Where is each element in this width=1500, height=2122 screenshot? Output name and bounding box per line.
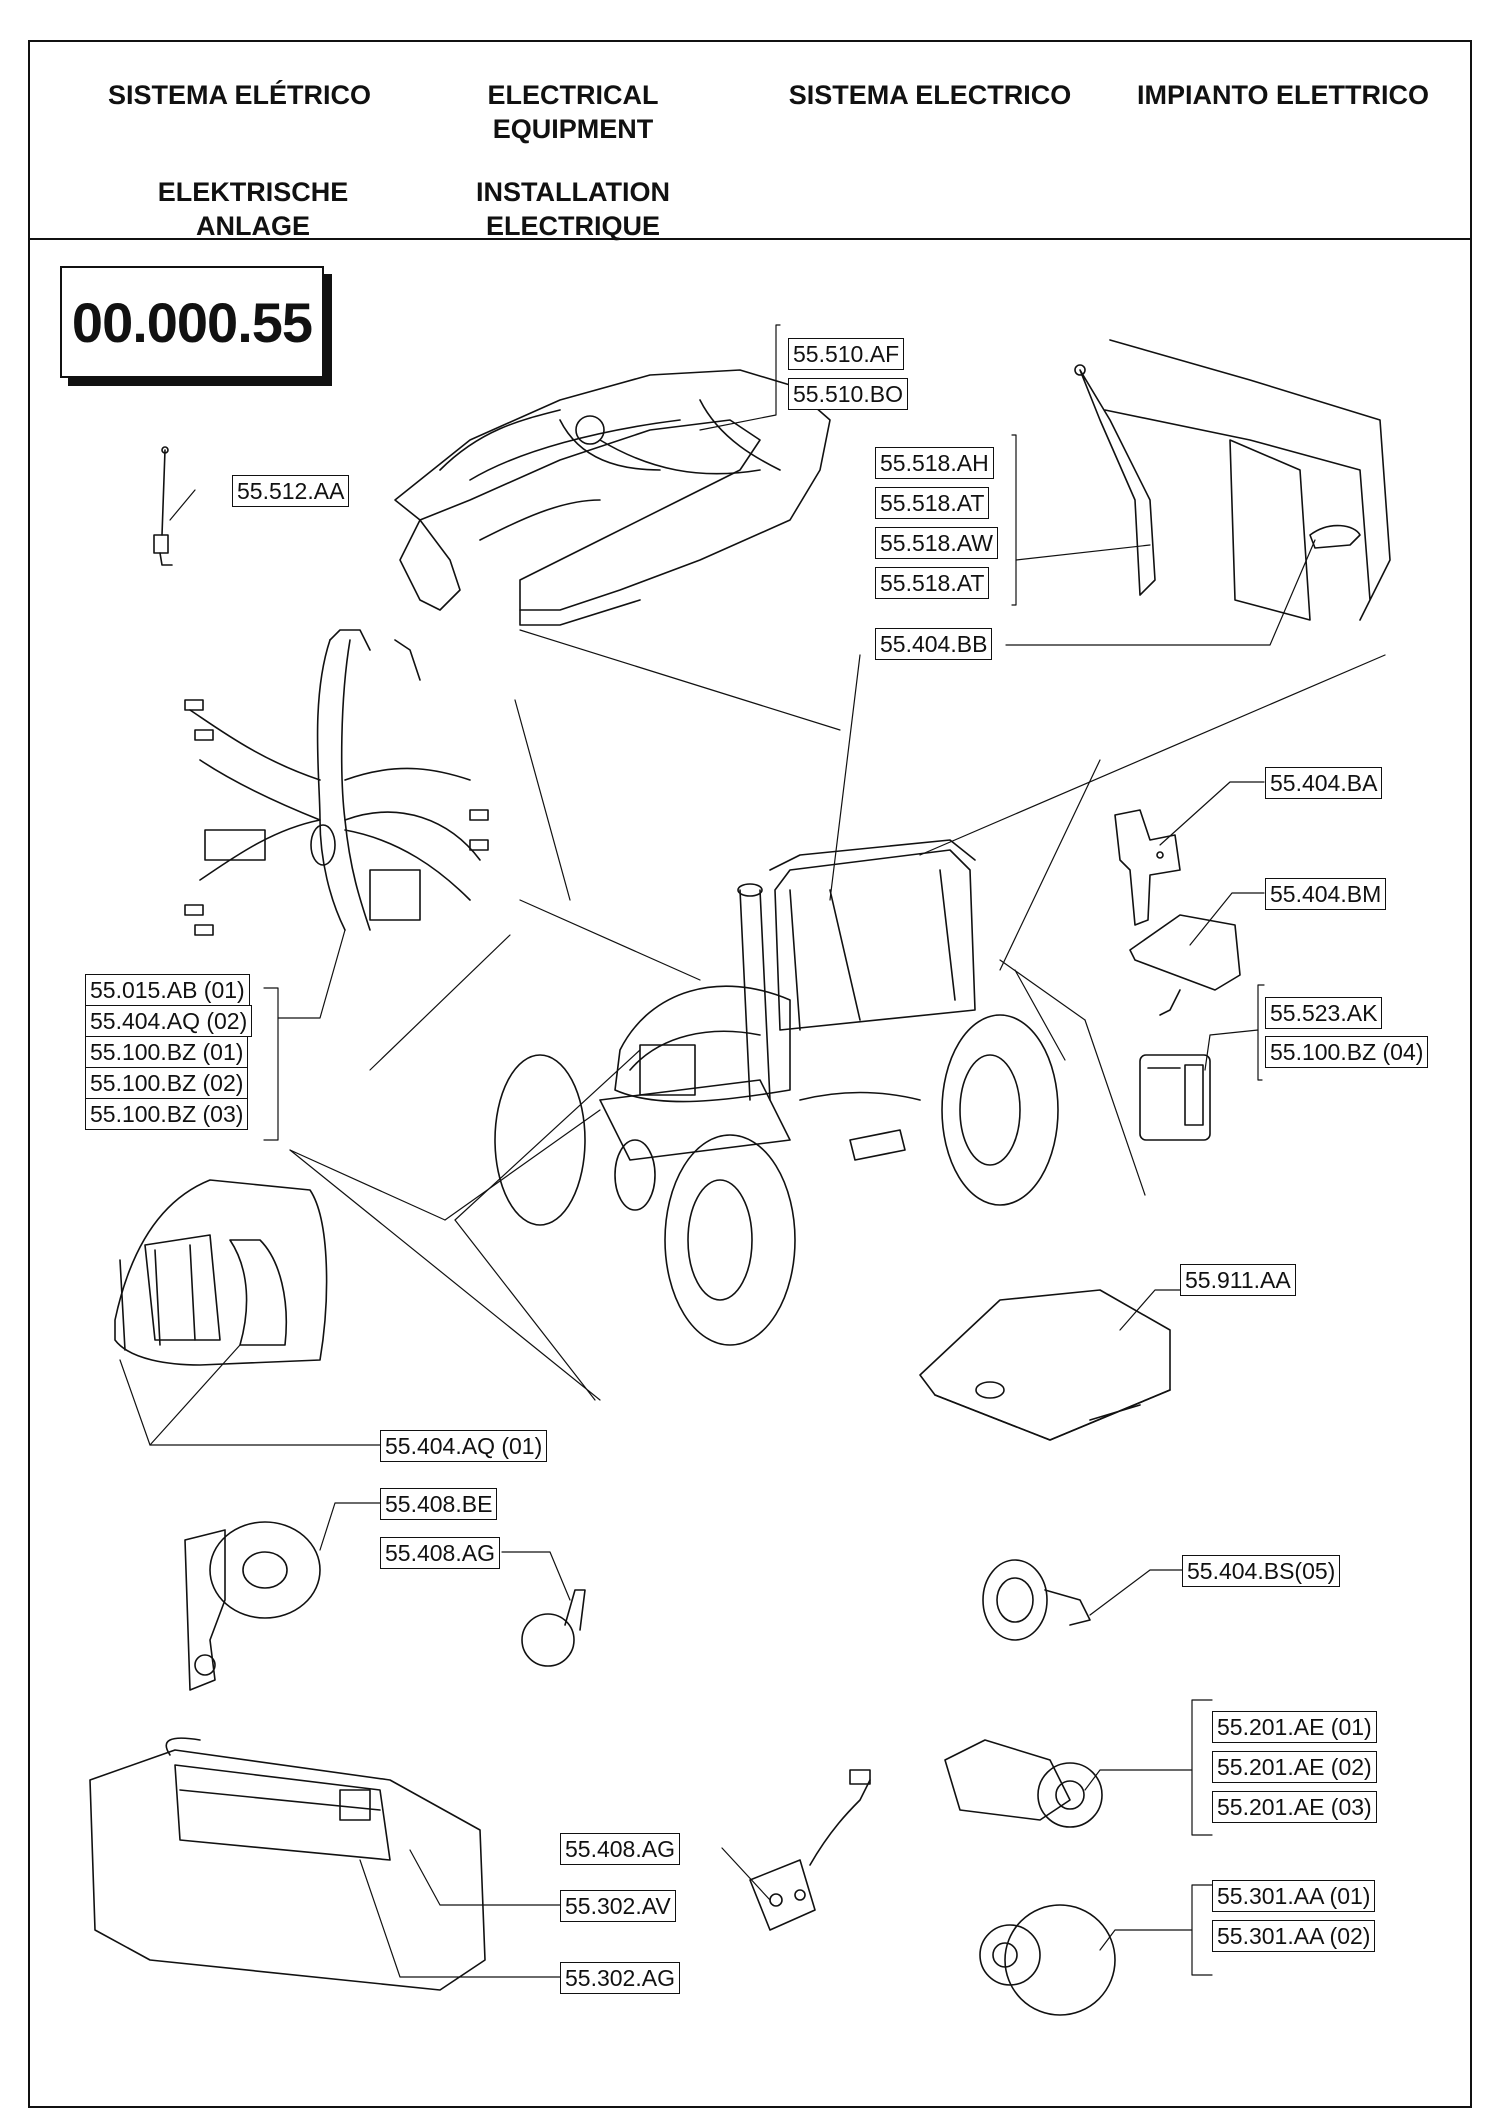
label-55-408-be: 55.408.BE <box>380 1488 498 1520</box>
title-english: ELECTRICAL EQUIPMENT <box>487 80 659 144</box>
tractor-illustration <box>494 839 1059 1346</box>
hood-headlights-illustration <box>114 1179 328 1366</box>
label-55-404-aq-01: 55.404.AQ (01) <box>380 1430 548 1462</box>
label-55-404-bm: 55.404.BM <box>1265 878 1387 910</box>
label-55-404-aq-02: 55.404.AQ (02) <box>85 1005 253 1037</box>
label-55-518-ah: 55.518.AH <box>875 447 994 479</box>
starter-motor-illustration <box>944 1739 1103 1828</box>
label-55-408-ag-1: 55.408.AG <box>380 1537 500 1569</box>
label-55-301-aa-01: 55.301.AA (01) <box>1212 1880 1376 1912</box>
alternator-illustration <box>979 1904 1116 2016</box>
reference-lines <box>289 629 1386 1401</box>
label-55-518-at-1: 55.518.AT <box>875 487 990 519</box>
horn-illustration <box>184 1521 321 1691</box>
engine-harness-illustration <box>184 629 489 936</box>
label-55-201-ae-01: 55.201.AE (01) <box>1212 1711 1377 1743</box>
wiper-illustration <box>1074 339 1391 621</box>
label-55-911-aa: 55.911.AA <box>1180 1264 1296 1296</box>
bracket-illustration <box>1114 809 1181 926</box>
label-55-408-ag-2: 55.408.AG <box>560 1833 680 1865</box>
title-italian: IMPIANTO ELETTRICO <box>1136 80 1429 110</box>
label-55-201-ae-03: 55.201.AE (03) <box>1212 1791 1377 1823</box>
label-55-523-ak: 55.523.AK <box>1265 997 1383 1029</box>
label-55-015-ab-01: 55.015.AB (01) <box>85 974 250 1006</box>
title-spanish: SISTEMA ELECTRICO <box>788 80 1072 110</box>
label-55-404-bs-05: 55.404.BS(05) <box>1182 1555 1341 1587</box>
switch-illustration <box>1139 1054 1211 1141</box>
label-55-201-ae-02: 55.201.AE (02) <box>1212 1751 1377 1783</box>
label-55-100-bz-01: 55.100.BZ (01) <box>85 1036 249 1068</box>
title-portuguese: SISTEMA ELÉTRICO <box>108 80 372 110</box>
leader-lines <box>119 324 1316 1978</box>
page-frame <box>28 40 1472 2108</box>
header: SISTEMA ELÉTRICO ELECTRICAL EQUIPMENT SI… <box>28 40 1472 241</box>
label-55-100-bz-02: 55.100.BZ (02) <box>85 1067 249 1099</box>
label-55-510-bo: 55.510.BO <box>788 378 908 410</box>
label-55-302-av: 55.302.AV <box>560 1890 676 1922</box>
section-code-box: 00.000.55 <box>60 266 324 378</box>
work-lamp-illustration <box>982 1559 1091 1641</box>
cab-harness-illustration <box>394 369 831 626</box>
title-german: ELEKTRISCHE ANLAGE <box>157 177 349 241</box>
title-french: INSTALLATION ELECTRIQUE <box>476 177 670 241</box>
label-55-302-ag: 55.302.AG <box>560 1962 680 1994</box>
label-55-301-aa-02: 55.301.AA (02) <box>1212 1920 1376 1952</box>
label-55-518-at-2: 55.518.AT <box>875 567 990 599</box>
label-55-404-ba: 55.404.BA <box>1265 767 1383 799</box>
label-55-518-aw: 55.518.AW <box>875 527 998 559</box>
label-55-100-bz-03: 55.100.BZ (03) <box>85 1098 249 1130</box>
relay-illustration <box>749 1769 871 1931</box>
section-code: 00.000.55 <box>71 290 313 354</box>
control-unit-illustration <box>1129 914 1241 1016</box>
label-55-510-af: 55.510.AF <box>788 338 905 370</box>
label-55-512-aa: 55.512.AA <box>232 475 350 507</box>
label-55-404-bb: 55.404.BB <box>875 628 993 660</box>
buzzer-illustration <box>521 1589 586 1667</box>
battery-illustration <box>89 1737 486 1991</box>
label-55-100-bz-04: 55.100.BZ (04) <box>1265 1036 1429 1068</box>
radio-unit-illustration <box>919 1289 1171 1441</box>
antenna-illustration <box>153 446 173 566</box>
